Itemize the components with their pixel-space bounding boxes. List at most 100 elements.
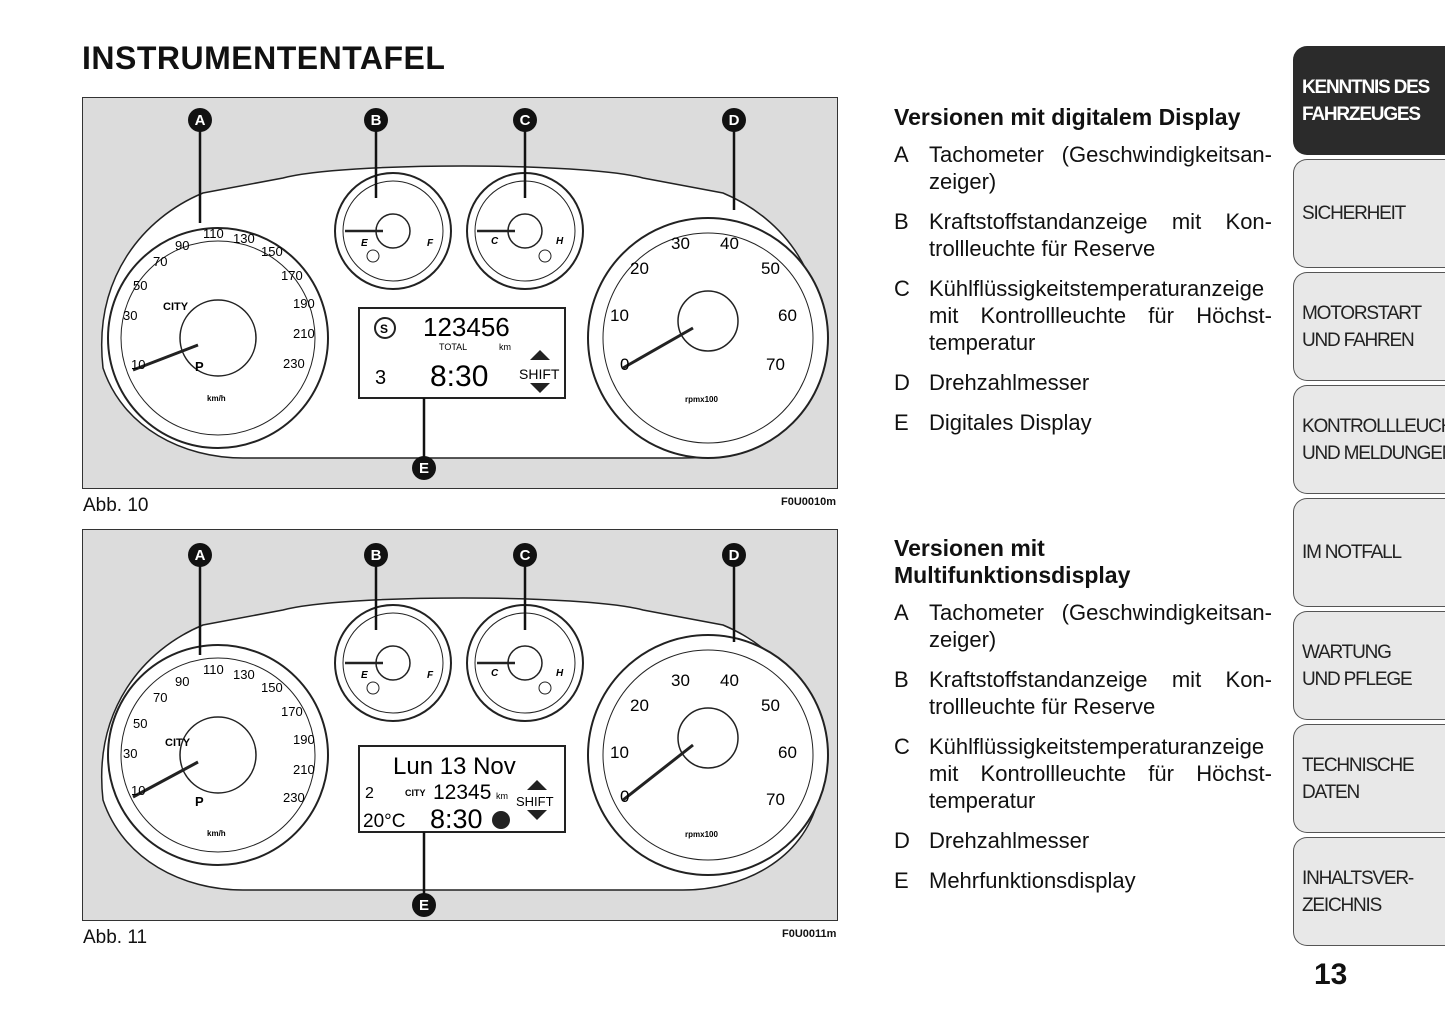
callouts: A B C D E [188,108,746,480]
svg-text:10: 10 [610,743,629,762]
svg-text:H: H [556,668,564,679]
svg-text:50: 50 [133,716,147,731]
callout-a [188,543,212,567]
figure-multifunction-display: Lun 13 Nov 2 CITY 12345 km 20°C 8:30 SHI… [82,529,838,921]
svg-text:70: 70 [766,790,785,809]
svg-text:110: 110 [203,226,224,241]
svg-text:P: P [195,794,204,809]
temperature-gauge [466,172,584,290]
svg-text:CITY: CITY [163,301,189,313]
svg-text:H: H [556,236,564,247]
headlight-level: 3 [375,367,386,389]
svg-text:C: C [491,236,499,247]
instrument-panel-illustration: Lun 13 Nov 2 CITY 12345 km 20°C 8:30 SHI… [101,543,829,917]
svg-text:rpmx100: rpmx100 [685,830,718,839]
tab-kenntnis-des-fahrzeuges[interactable]: KENNTNIS DES FAHRZEUGES [1293,46,1445,155]
callout-b [364,543,388,567]
svg-text:30: 30 [671,234,690,253]
svg-text:50: 50 [761,696,780,715]
svg-text:30: 30 [671,671,690,690]
svg-text:10: 10 [131,357,145,372]
instrument-panel-illustration: S 123456 TOTAL km 3 8:30 SHIFT 10 30 50 … [101,108,829,480]
svg-text:30: 30 [123,746,137,761]
tab-inhaltsverzeichnis[interactable]: INHALTSVER- ZEICHNIS [1293,837,1445,946]
temperature-value: 20°C [363,811,405,832]
svg-text:190: 190 [293,296,315,311]
figure-digital-display: S 123456 TOTAL km 3 8:30 SHIFT 10 30 50 … [82,97,838,489]
chapter-tabs: KENNTNIS DES FAHRZEUGES SICHERHEIT MOTOR… [1293,46,1445,950]
page-title: INSTRUMENTENTAFEL [82,40,446,76]
arrow-down-icon [530,383,550,393]
svg-text:60: 60 [778,306,797,325]
shift-label: SHIFT [519,366,560,382]
svg-text:70: 70 [153,254,167,269]
svg-text:30: 30 [123,308,137,323]
svg-text:km/h: km/h [207,394,226,403]
svg-text:10: 10 [131,783,145,798]
tab-technische-daten[interactable]: TECHNISCHE DATEN [1293,724,1445,833]
svg-text:E: E [419,897,429,914]
km-label: km [496,791,508,801]
svg-text:60: 60 [778,743,797,762]
total-label: TOTAL [439,342,467,352]
page-number: 13 [1314,958,1348,991]
svg-text:40: 40 [720,234,739,253]
service-icon [492,811,510,829]
callout-d [722,543,746,567]
svg-text:0: 0 [620,355,629,374]
svg-text:C: C [520,547,531,564]
svg-text:B: B [371,112,382,129]
svg-text:50: 50 [133,278,147,293]
clock-time: 8:30 [430,804,483,834]
svg-text:130: 130 [233,667,255,682]
svg-text:E: E [361,670,368,681]
headlight-level: 2 [365,785,374,802]
svg-text:210: 210 [293,762,315,777]
digital-display: S 123456 TOTAL km 3 8:30 SHIFT [358,307,566,399]
figure-code: F0U0010m [781,496,837,508]
svg-text:0: 0 [620,787,629,806]
svg-text:130: 130 [233,231,255,246]
svg-text:D: D [729,547,740,564]
temperature-gauge [466,604,584,722]
svg-text:50: 50 [761,259,780,278]
section-heading: Versionen mit digitalem Display [894,104,1241,130]
callouts: A B C D E [188,543,746,917]
tab-sicherheit[interactable]: SICHERHEIT [1293,159,1445,268]
shift-label: SHIFT [516,794,554,809]
callout-e [412,456,436,480]
svg-text:70: 70 [153,690,167,705]
figure-caption: Abb. 10 [83,495,149,516]
svg-text:P: P [195,359,204,374]
svg-text:A: A [195,547,206,564]
svg-text:E: E [419,460,429,477]
svg-text:190: 190 [293,732,315,747]
tab-motorstart-und-fahren[interactable]: MOTORSTART UND FAHREN [1293,272,1445,381]
svg-text:40: 40 [720,671,739,690]
odometer-value: 123456 [423,312,510,342]
figure-caption: Abb. 11 [83,927,148,948]
tab-kontrollleuchten-und-meldungen[interactable]: KONTROLLLEUCHTEN UND MELDUNGEN [1293,385,1445,494]
svg-text:C: C [491,668,499,679]
scale-labels: 10 30 50 70 90 110 130 150 170 190 210 2… [123,662,797,839]
city-label: CITY [405,788,426,798]
tab-im-notfall[interactable]: IM NOTFALL [1293,498,1445,607]
callout-e [412,893,436,917]
km-label: km [499,342,511,352]
arrow-down-icon [527,810,547,820]
svg-text:170: 170 [281,268,303,283]
odometer-value: 12345 [433,781,491,804]
svg-text:C: C [520,112,531,129]
svg-text:170: 170 [281,704,303,719]
section-heading: Versionen mit Multifunktionsdisplay [894,535,1131,588]
tab-wartung-und-pflege[interactable]: WARTUNG UND PFLEGE [1293,611,1445,720]
svg-text:110: 110 [203,662,224,677]
